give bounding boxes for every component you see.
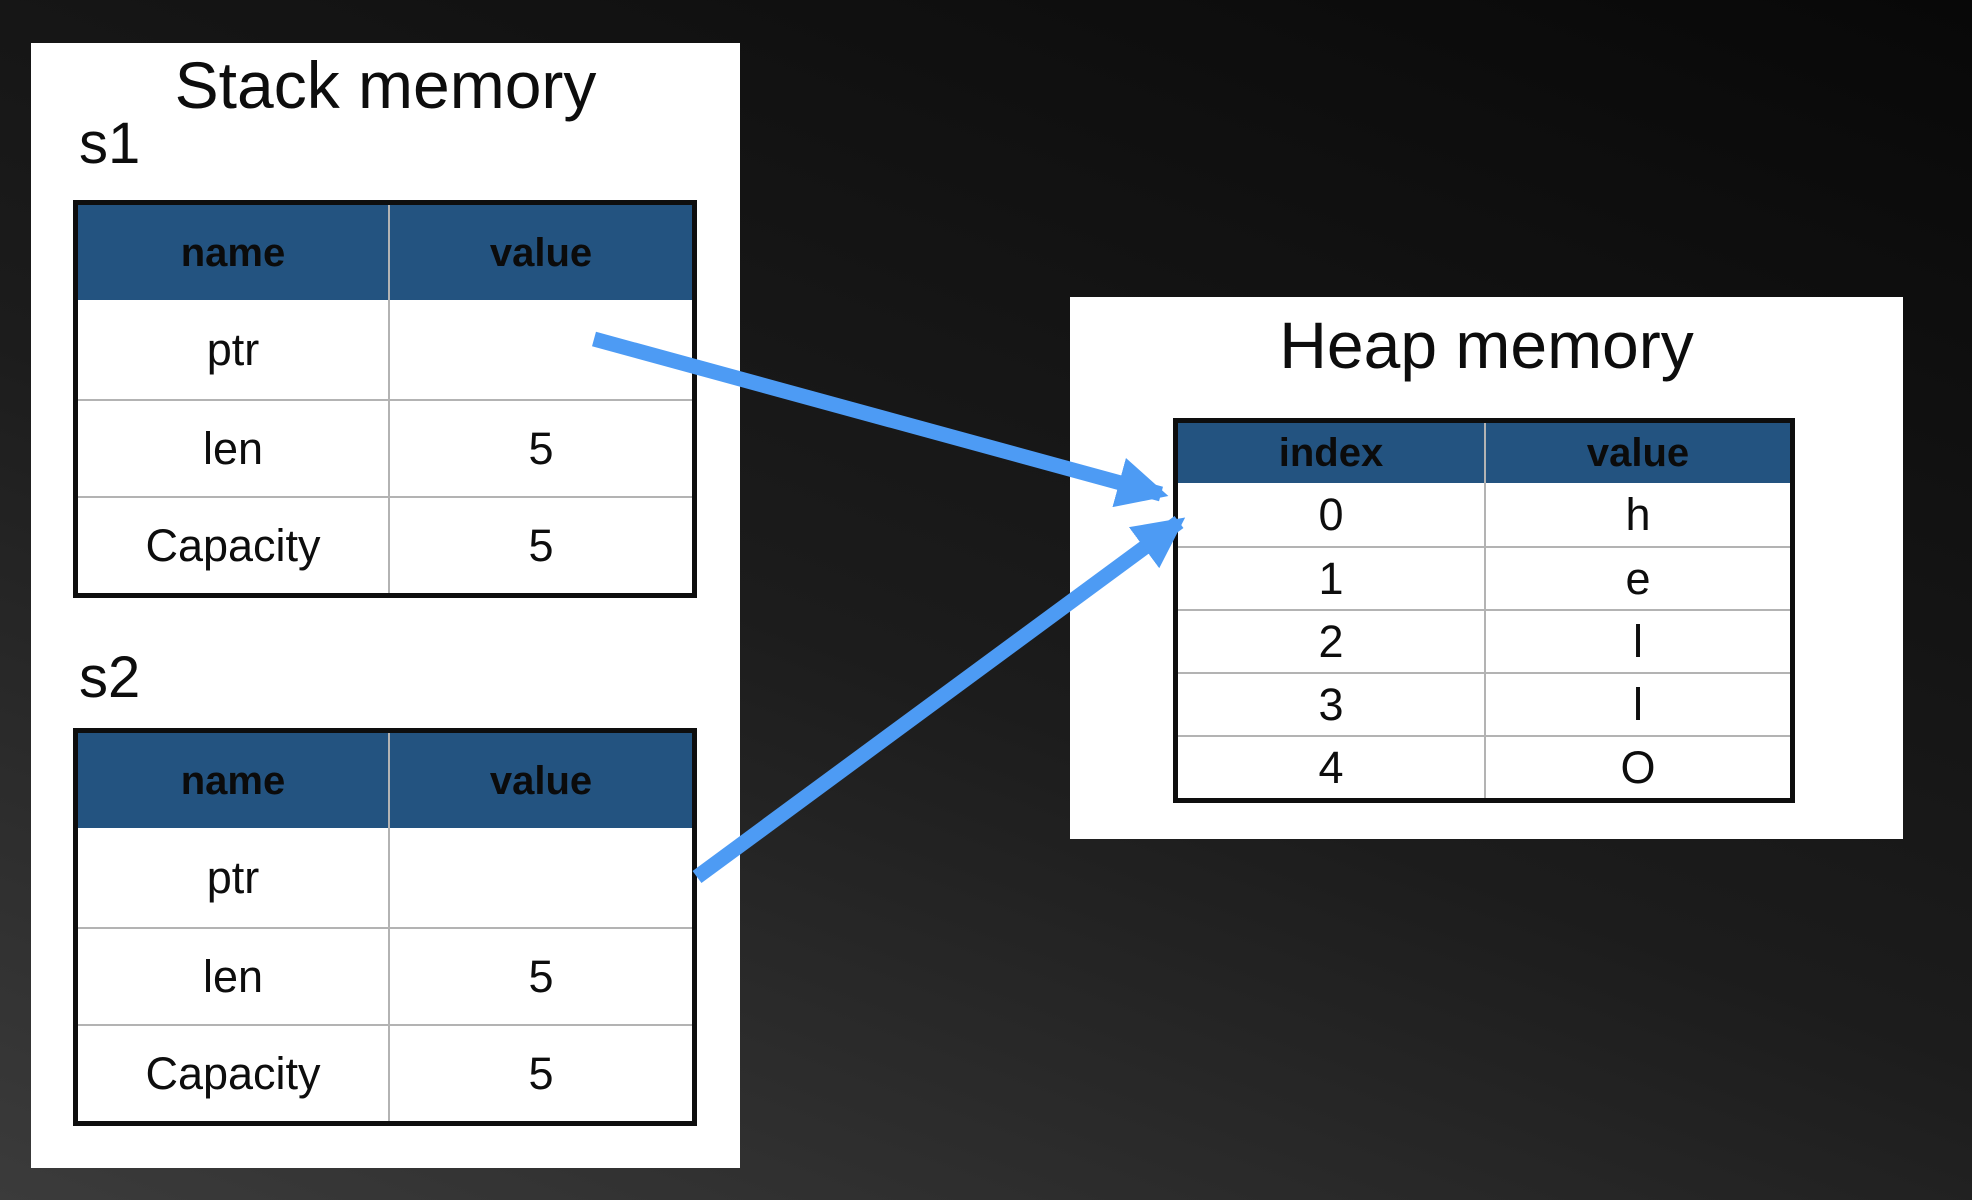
- s2-cell-len-value: 5: [390, 927, 692, 1024]
- s2-cell-ptr-value: [390, 828, 692, 927]
- s2-label: s2: [79, 645, 141, 710]
- heap-header-index: index: [1178, 423, 1486, 483]
- s1-label: s1: [79, 111, 141, 176]
- heap-cell-2-value: l: [1486, 609, 1790, 672]
- heap-cell-4-value: O: [1486, 735, 1790, 798]
- heap-cell-0-index: 0: [1178, 483, 1486, 546]
- heap-cell-3-index: 3: [1178, 672, 1486, 735]
- s2-header-name: name: [78, 733, 390, 828]
- s1-cell-capacity-value: 5: [390, 496, 692, 593]
- heap-table: index value 0 h 1 e 2 l 3 l 4 O: [1173, 418, 1795, 803]
- s1-header-name: name: [78, 205, 390, 300]
- s1-cell-len-value: 5: [390, 399, 692, 496]
- s2-cell-capacity-value: 5: [390, 1024, 692, 1121]
- stack-memory-panel: Stack memory s1 name value ptr len 5 Cap…: [31, 43, 740, 1168]
- s2-cell-ptr-name: ptr: [78, 828, 390, 927]
- heap-cell-4-index: 4: [1178, 735, 1486, 798]
- s2-cell-len-name: len: [78, 927, 390, 1024]
- heap-cell-2-index: 2: [1178, 609, 1486, 672]
- s1-cell-ptr-name: ptr: [78, 300, 390, 399]
- heap-header-value: value: [1486, 423, 1790, 483]
- s1-cell-len-name: len: [78, 399, 390, 496]
- s2-table: name value ptr len 5 Capacity 5: [73, 728, 697, 1126]
- s2-header-value: value: [390, 733, 692, 828]
- heap-cell-3-value: l: [1486, 672, 1790, 735]
- heap-cell-0-value: h: [1625, 489, 1651, 540]
- heap-memory-title: Heap memory: [1279, 308, 1694, 382]
- heap-memory-panel: Heap memory index value 0 h 1 e 2 l 3 l …: [1070, 297, 1903, 839]
- s2-cell-capacity-name: Capacity: [78, 1024, 390, 1121]
- stack-memory-title: Stack memory: [174, 48, 597, 122]
- s1-cell-ptr-value: [390, 300, 692, 399]
- s1-header-value: value: [390, 205, 692, 300]
- heap-cell-1-value: e: [1486, 546, 1790, 609]
- s1-table: name value ptr len 5 Capacity 5: [73, 200, 697, 598]
- s1-cell-capacity-name: Capacity: [78, 496, 390, 593]
- heap-cell-1-index: 1: [1178, 546, 1486, 609]
